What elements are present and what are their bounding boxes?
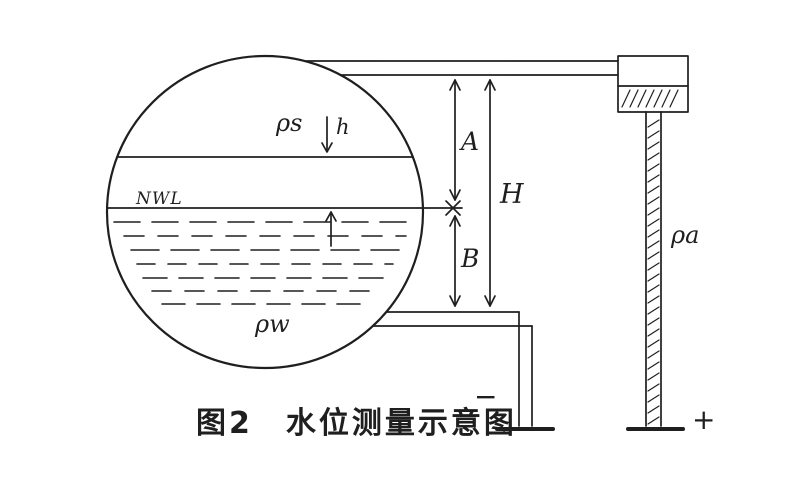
dimension-b-arrow — [449, 215, 461, 307]
top-impulse-pipe — [305, 60, 619, 76]
plus-polarity-label: + — [692, 403, 715, 436]
figure-caption: 图2 水位测量示意图 — [196, 406, 517, 441]
dimension-b-label: B — [460, 244, 479, 273]
nwl-reference-marker — [445, 200, 461, 216]
condensate-pot-liquid-hatch — [621, 89, 679, 108]
drum-outline — [105, 54, 425, 370]
reference-column-liquid-hatch — [647, 119, 660, 425]
steam-density-label: ρs — [275, 109, 302, 137]
dimension-h-arrow — [484, 79, 496, 307]
bottom-impulse-pipe — [373, 311, 533, 427]
minus-polarity-label: − — [474, 380, 497, 413]
dimension-a-arrow — [449, 79, 461, 201]
condensate-pot — [617, 55, 689, 113]
reference-column — [645, 111, 662, 427]
water-density-label: ρw — [254, 310, 290, 338]
h-dimension-arrow — [321, 116, 333, 153]
water-surface-dashes — [113, 221, 418, 305]
dimension-a-label: A — [459, 127, 479, 156]
dimension-h-label: H — [499, 179, 524, 210]
reference-density-label: ρa — [670, 221, 699, 249]
h-label: h — [336, 115, 350, 139]
water-level-arrow — [325, 211, 337, 247]
nwl-label: NWL — [135, 189, 183, 209]
